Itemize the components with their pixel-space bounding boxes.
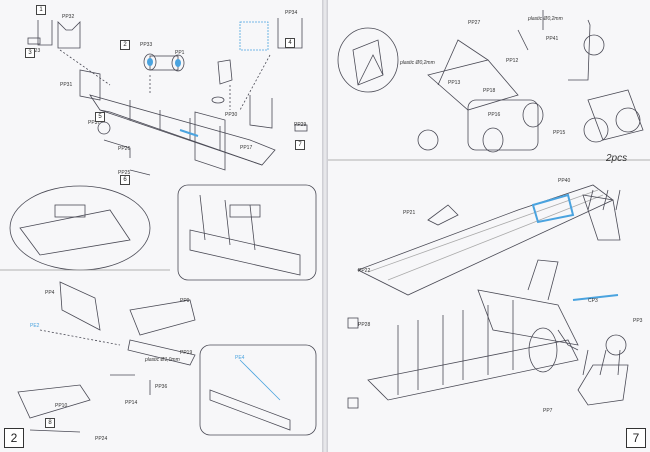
detail-inset — [9, 185, 151, 271]
quantity-note: 2pcs — [606, 153, 628, 164]
blue-panel — [531, 193, 575, 224]
part-label: PP12 — [506, 58, 519, 64]
part-label: PP34 — [285, 10, 298, 16]
part-label: PP19 — [180, 350, 193, 356]
plastic-rod-note: plastic Ø0,2mm — [528, 16, 563, 22]
step-marker: 2 — [120, 40, 130, 50]
part-drawing — [427, 204, 459, 226]
step-marker: 1 — [36, 5, 46, 15]
part-label: PP22 — [358, 268, 371, 274]
part-label: PP21 — [403, 210, 416, 216]
fin — [59, 281, 101, 331]
right-page: 2pcs plastic Ø0,2mm plastic Ø0,2mm 7 — [328, 0, 650, 452]
part-label: PP28 — [358, 322, 371, 328]
part-label: PP9 — [180, 298, 190, 304]
part-label: PP36 — [155, 384, 168, 390]
step-marker: 6 — [120, 175, 130, 185]
bulkhead — [194, 111, 226, 171]
part-label: PP41 — [546, 36, 559, 42]
right-page-drawing — [328, 10, 650, 409]
blue-strip — [179, 129, 199, 137]
step-marker: 3 — [25, 48, 35, 58]
part-label: PP15 — [553, 130, 566, 136]
page-number: 2 — [4, 428, 24, 448]
part-label: PP29 — [294, 122, 307, 128]
part-label: PP25 — [118, 170, 131, 176]
part-label: PP32 — [62, 14, 75, 20]
blue-part — [239, 21, 269, 51]
part-label: PP4 — [45, 290, 55, 296]
part-drawing — [27, 37, 41, 45]
part-label: PP27 — [468, 20, 481, 26]
part-label: PP40 — [558, 178, 571, 184]
left-page: 2 plastic Ø1,0mm — [0, 0, 322, 452]
page-number: 7 — [626, 428, 646, 448]
upper-wing — [357, 184, 614, 296]
part-label: PP16 — [488, 112, 501, 118]
part-label: PP1 — [175, 50, 185, 56]
part-label: PP17 — [240, 145, 253, 151]
part-label: PE2 — [30, 323, 40, 329]
page-gutter — [322, 0, 328, 452]
step-marker: 5 — [95, 112, 105, 122]
elevator — [17, 384, 91, 419]
part-drawing — [37, 20, 53, 46]
plastic-rod-note: plastic Ø1,0mm — [145, 357, 180, 363]
part-drawing — [277, 18, 303, 49]
part-label: PP3 — [633, 318, 643, 324]
part-label: PP31 — [60, 82, 73, 88]
part-label: PP30 — [225, 112, 238, 118]
step-marker: 8 — [45, 418, 55, 428]
lower-wing — [367, 339, 579, 401]
part-label: PE4 — [235, 355, 245, 361]
part-label: PP18 — [483, 88, 496, 94]
stabilizer — [129, 299, 196, 336]
part-label: PP24 — [95, 436, 108, 442]
left-page-drawing — [0, 18, 317, 436]
wheel — [417, 129, 439, 151]
part-label: PP13 — [448, 80, 461, 86]
plastic-rod-note: plastic Ø0,2mm — [400, 60, 435, 66]
step-marker: 4 — [285, 38, 295, 48]
part-label: PP37 — [88, 120, 101, 126]
fuselage-floor — [89, 94, 276, 166]
part-label: PP14 — [125, 400, 138, 406]
detail-inset — [199, 344, 317, 436]
part-label: PP7 — [543, 408, 553, 414]
detail-inset — [177, 184, 317, 281]
engine-nacelle — [528, 327, 558, 373]
part-label: CP3 — [588, 298, 598, 304]
part-label: PP26 — [118, 146, 131, 152]
bulkhead — [79, 69, 101, 101]
step-marker: 7 — [295, 140, 305, 150]
part-drawing — [57, 21, 81, 49]
part-label: PP10 — [55, 403, 68, 409]
fuselage — [477, 289, 579, 346]
part-label: PP33 — [140, 42, 153, 48]
detail-inset — [337, 27, 399, 93]
